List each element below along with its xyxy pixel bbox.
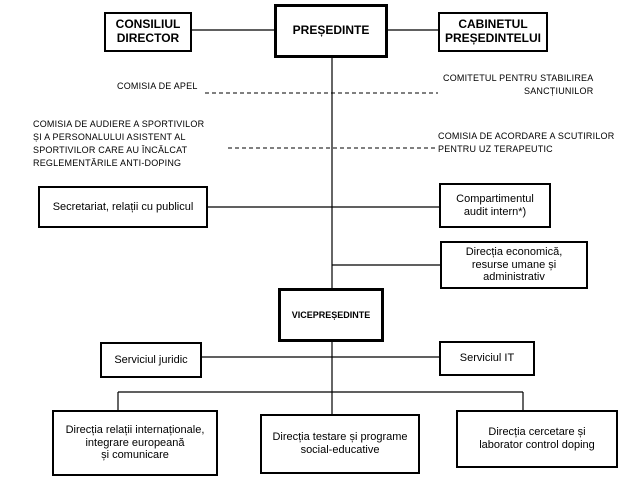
- box-audit-intern: Compartimentul audit intern*): [439, 183, 551, 228]
- box-consiliul-director: CONSILIUL DIRECTOR: [104, 12, 192, 52]
- box-serviciul-it: Serviciul IT: [439, 341, 535, 376]
- label-comisia-scutiri: COMISIA DE ACORDARE A SCUTIRILOR PENTRU …: [438, 131, 615, 155]
- label-comisia-audiere: COMISIA DE AUDIERE A SPORTIVILOR ȘI A PE…: [33, 119, 205, 169]
- box-serviciul-juridic: Serviciul juridic: [100, 342, 202, 378]
- box-directia-testare: Direcția testare și programe social-educ…: [260, 414, 420, 474]
- box-secretariat: Secretariat, relații cu publicul: [38, 186, 208, 228]
- label-comitetul-stabilirea: COMITETUL PENTRU STABILIREA SANCȚIUNILOR: [443, 73, 594, 97]
- box-directia-economica: Direcția economică, resurse umane și adm…: [440, 241, 588, 289]
- box-directia-relatii: Direcția relații internaționale, integra…: [52, 410, 218, 476]
- box-cabinetul-presedintelui: CABINETUL PREȘEDINTELUI: [438, 12, 548, 52]
- label-comisia-apel: COMISIA DE APEL: [117, 81, 198, 91]
- box-directia-cercetare: Direcția cercetare și laborator control …: [456, 410, 618, 468]
- box-vicepresedinte: VICEPREȘEDINTE: [278, 288, 384, 342]
- box-presedinte: PREȘEDINTE: [274, 4, 388, 58]
